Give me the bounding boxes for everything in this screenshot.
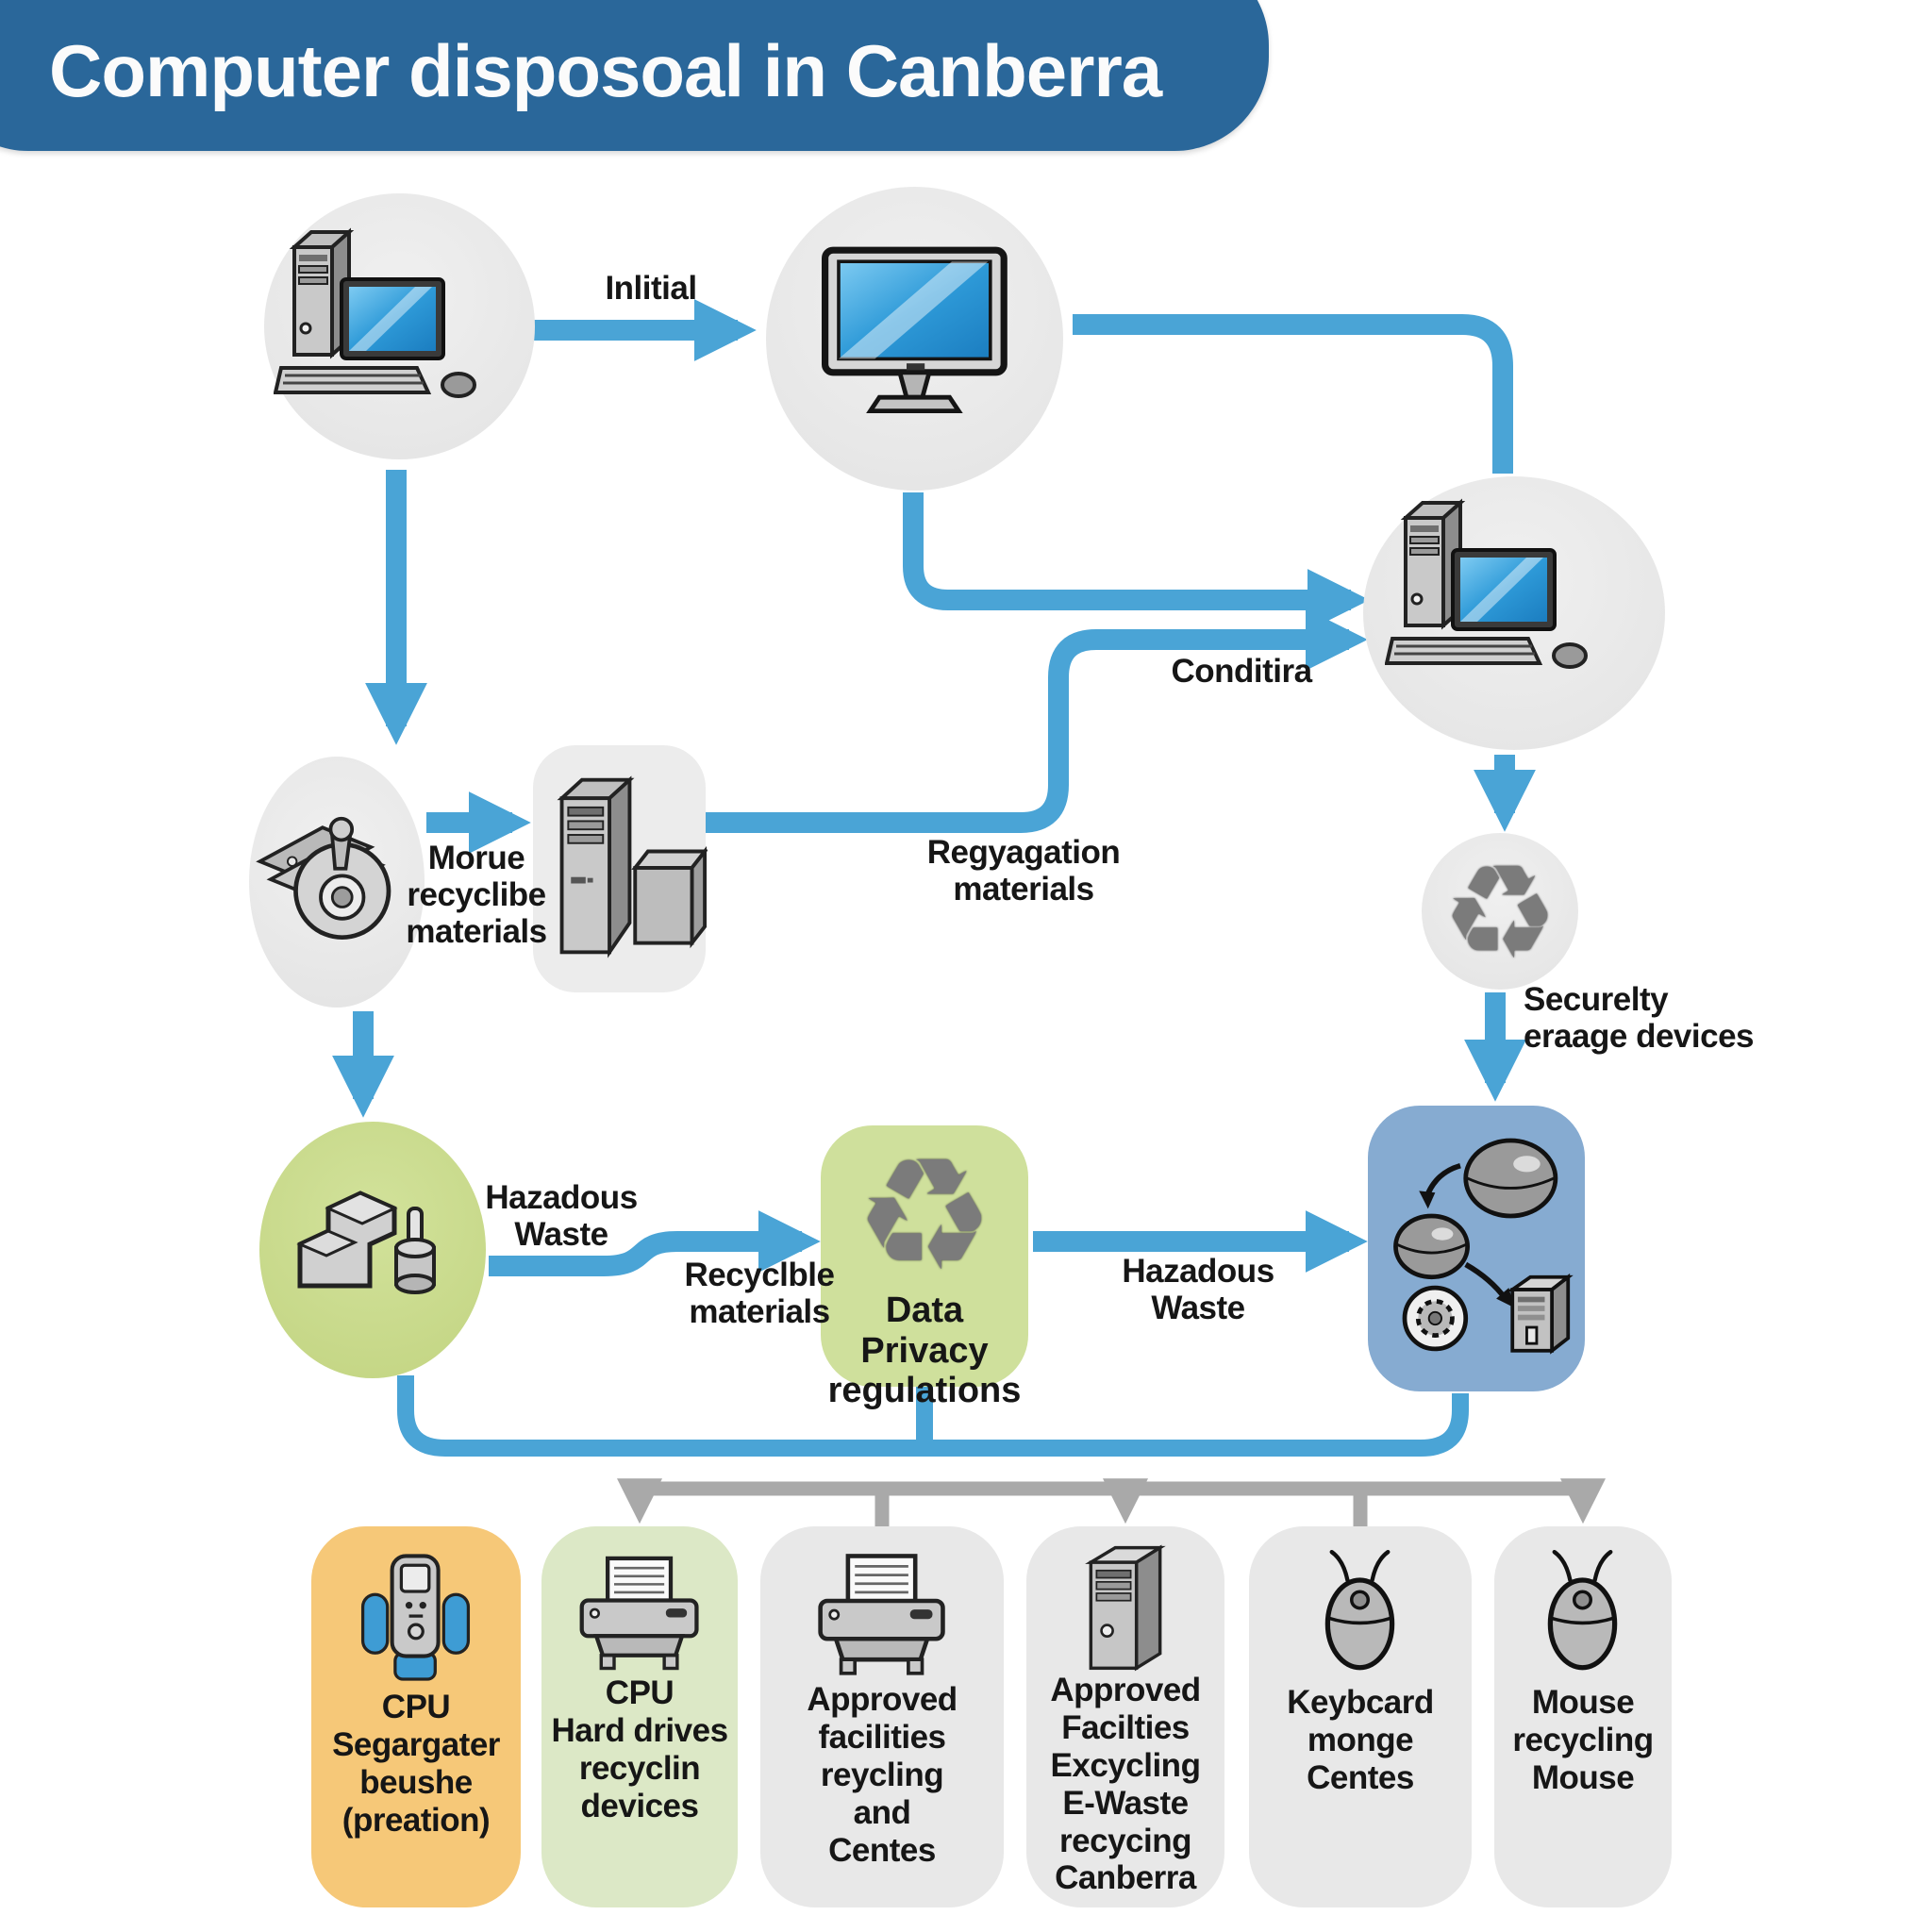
label-line: Mouse: [1531, 1758, 1635, 1796]
label-hazardous-waste-right: Hazadous Waste: [1090, 1253, 1307, 1326]
label-line: Keybcard: [1287, 1684, 1434, 1721]
label-line: recycling: [1512, 1721, 1654, 1758]
box-label: CPU Segargater beushe (preation): [311, 1689, 521, 1840]
label-line: Excycling: [1050, 1746, 1201, 1784]
recycling-symbol-icon: ♻: [855, 1124, 994, 1306]
box-ewaste-recycling-canberra: Approved Facilties Excycling E-Waste rec…: [1026, 1526, 1224, 1907]
desktop-computer-icon: [274, 225, 509, 404]
handheld-device-icon: [352, 1545, 479, 1688]
label-line: materials: [953, 871, 1094, 908]
monitor-icon: [816, 241, 1014, 422]
crusher-icon: [283, 1174, 462, 1325]
node-data-privacy: [821, 1125, 1028, 1387]
box-label: CPU Hard drives recyclin devices: [541, 1674, 738, 1825]
label-line: eraage devices: [1524, 1018, 1755, 1056]
desktop-computer-icon: [1385, 495, 1621, 675]
label-line: Recyclble: [684, 1257, 835, 1293]
label-line: Hazadous: [485, 1179, 638, 1216]
box-label: Approved Facilties Excycling E-Waste rec…: [1026, 1672, 1224, 1897]
printer-icon: [807, 1549, 958, 1683]
label-more-recyclable: Morue recyclibe materials: [368, 840, 585, 951]
label-line: Centes: [1307, 1758, 1414, 1796]
label-line: Canberra: [1055, 1859, 1196, 1897]
label-recyclable-materials: Recyclble materials: [651, 1257, 868, 1330]
label-line: facilities: [818, 1718, 946, 1756]
label-line: materials: [406, 913, 547, 951]
label-conditioned: Conditira: [1100, 653, 1383, 690]
title-banner: Computer disposoal in Canberra: [0, 0, 1269, 151]
label-line: reycling: [820, 1756, 944, 1793]
label-line: recyclibe: [407, 876, 546, 914]
label-line: Regyagation: [926, 834, 1121, 871]
box-cpu-hard-drives: CPU Hard drives recyclin devices: [541, 1526, 738, 1907]
label-line: Waste: [1151, 1290, 1245, 1327]
label-line: Inlitial: [605, 270, 697, 307]
page-title: Computer disposoal in Canberra: [49, 29, 1162, 112]
edge-bottom-collector-blue: [397, 1375, 1469, 1457]
label-line: CPU: [381, 1689, 451, 1725]
label-line: Centes: [828, 1831, 936, 1869]
recycling-symbol-icon: ♻: [1441, 837, 1558, 989]
label-line: monge: [1307, 1721, 1414, 1758]
label-line: materials: [689, 1293, 830, 1331]
label-line: E-Waste: [1062, 1784, 1189, 1822]
label-line: regulations: [827, 1371, 1022, 1411]
node-recycle: [1422, 833, 1578, 990]
label-line: (preation): [341, 1801, 491, 1839]
label-segregation-materials: Regyagation materials: [901, 834, 1146, 908]
box-mouse-recycling: Mouse recycling Mouse: [1494, 1526, 1672, 1907]
computer-tower-icon: [1074, 1540, 1176, 1682]
label-line: beushe: [359, 1763, 473, 1801]
secure-erase-devices-icon: [1385, 1123, 1574, 1365]
label-line: Conditira: [1171, 653, 1312, 690]
box-label: Keybcard monge Centes: [1249, 1684, 1472, 1797]
label-line: Approved: [807, 1681, 958, 1718]
label-line: Data Privacy: [860, 1291, 989, 1371]
label-line: Waste: [514, 1216, 608, 1254]
label-line: recycing: [1059, 1822, 1191, 1859]
label-hazardous-waste-left: Hazadous Waste: [453, 1179, 670, 1253]
label-line: Hazadous: [1122, 1253, 1274, 1290]
mouse-icon: [1310, 1545, 1409, 1674]
label-initial: Inlitial: [528, 270, 774, 307]
label-line: recyclin: [578, 1749, 701, 1787]
box-label: Mouse recycling Mouse: [1494, 1684, 1672, 1797]
printer-icon: [569, 1552, 710, 1677]
edge-monitor-to-computer-top: [1073, 314, 1513, 474]
edge-monitor-to-computer-bottom: [903, 492, 1370, 631]
label-line: Segargater: [332, 1725, 500, 1763]
label-line: Mouse: [1531, 1684, 1635, 1721]
label-line: Securelty: [1524, 981, 1669, 1018]
mouse-icon: [1533, 1545, 1632, 1674]
edge-crusher-to-dataprivacy: [489, 1210, 821, 1276]
edge-segregation-to-computer: [706, 608, 1368, 833]
label-line: devices: [580, 1787, 699, 1824]
data-privacy-label: Data Privacy regulations: [821, 1291, 1028, 1411]
label-line: CPU: [605, 1674, 675, 1711]
label-line: Facilties: [1061, 1708, 1190, 1746]
node-crusher: [259, 1122, 486, 1378]
label-line: Approved: [1050, 1672, 1201, 1708]
label-line: Morue: [427, 840, 525, 876]
label-secure-erase: Securelty eraage devices: [1524, 981, 1788, 1055]
label-line: and: [853, 1793, 911, 1831]
label-line: Hard drives: [551, 1711, 728, 1749]
box-label: Approved facilities reycling and Centes: [760, 1681, 1004, 1869]
